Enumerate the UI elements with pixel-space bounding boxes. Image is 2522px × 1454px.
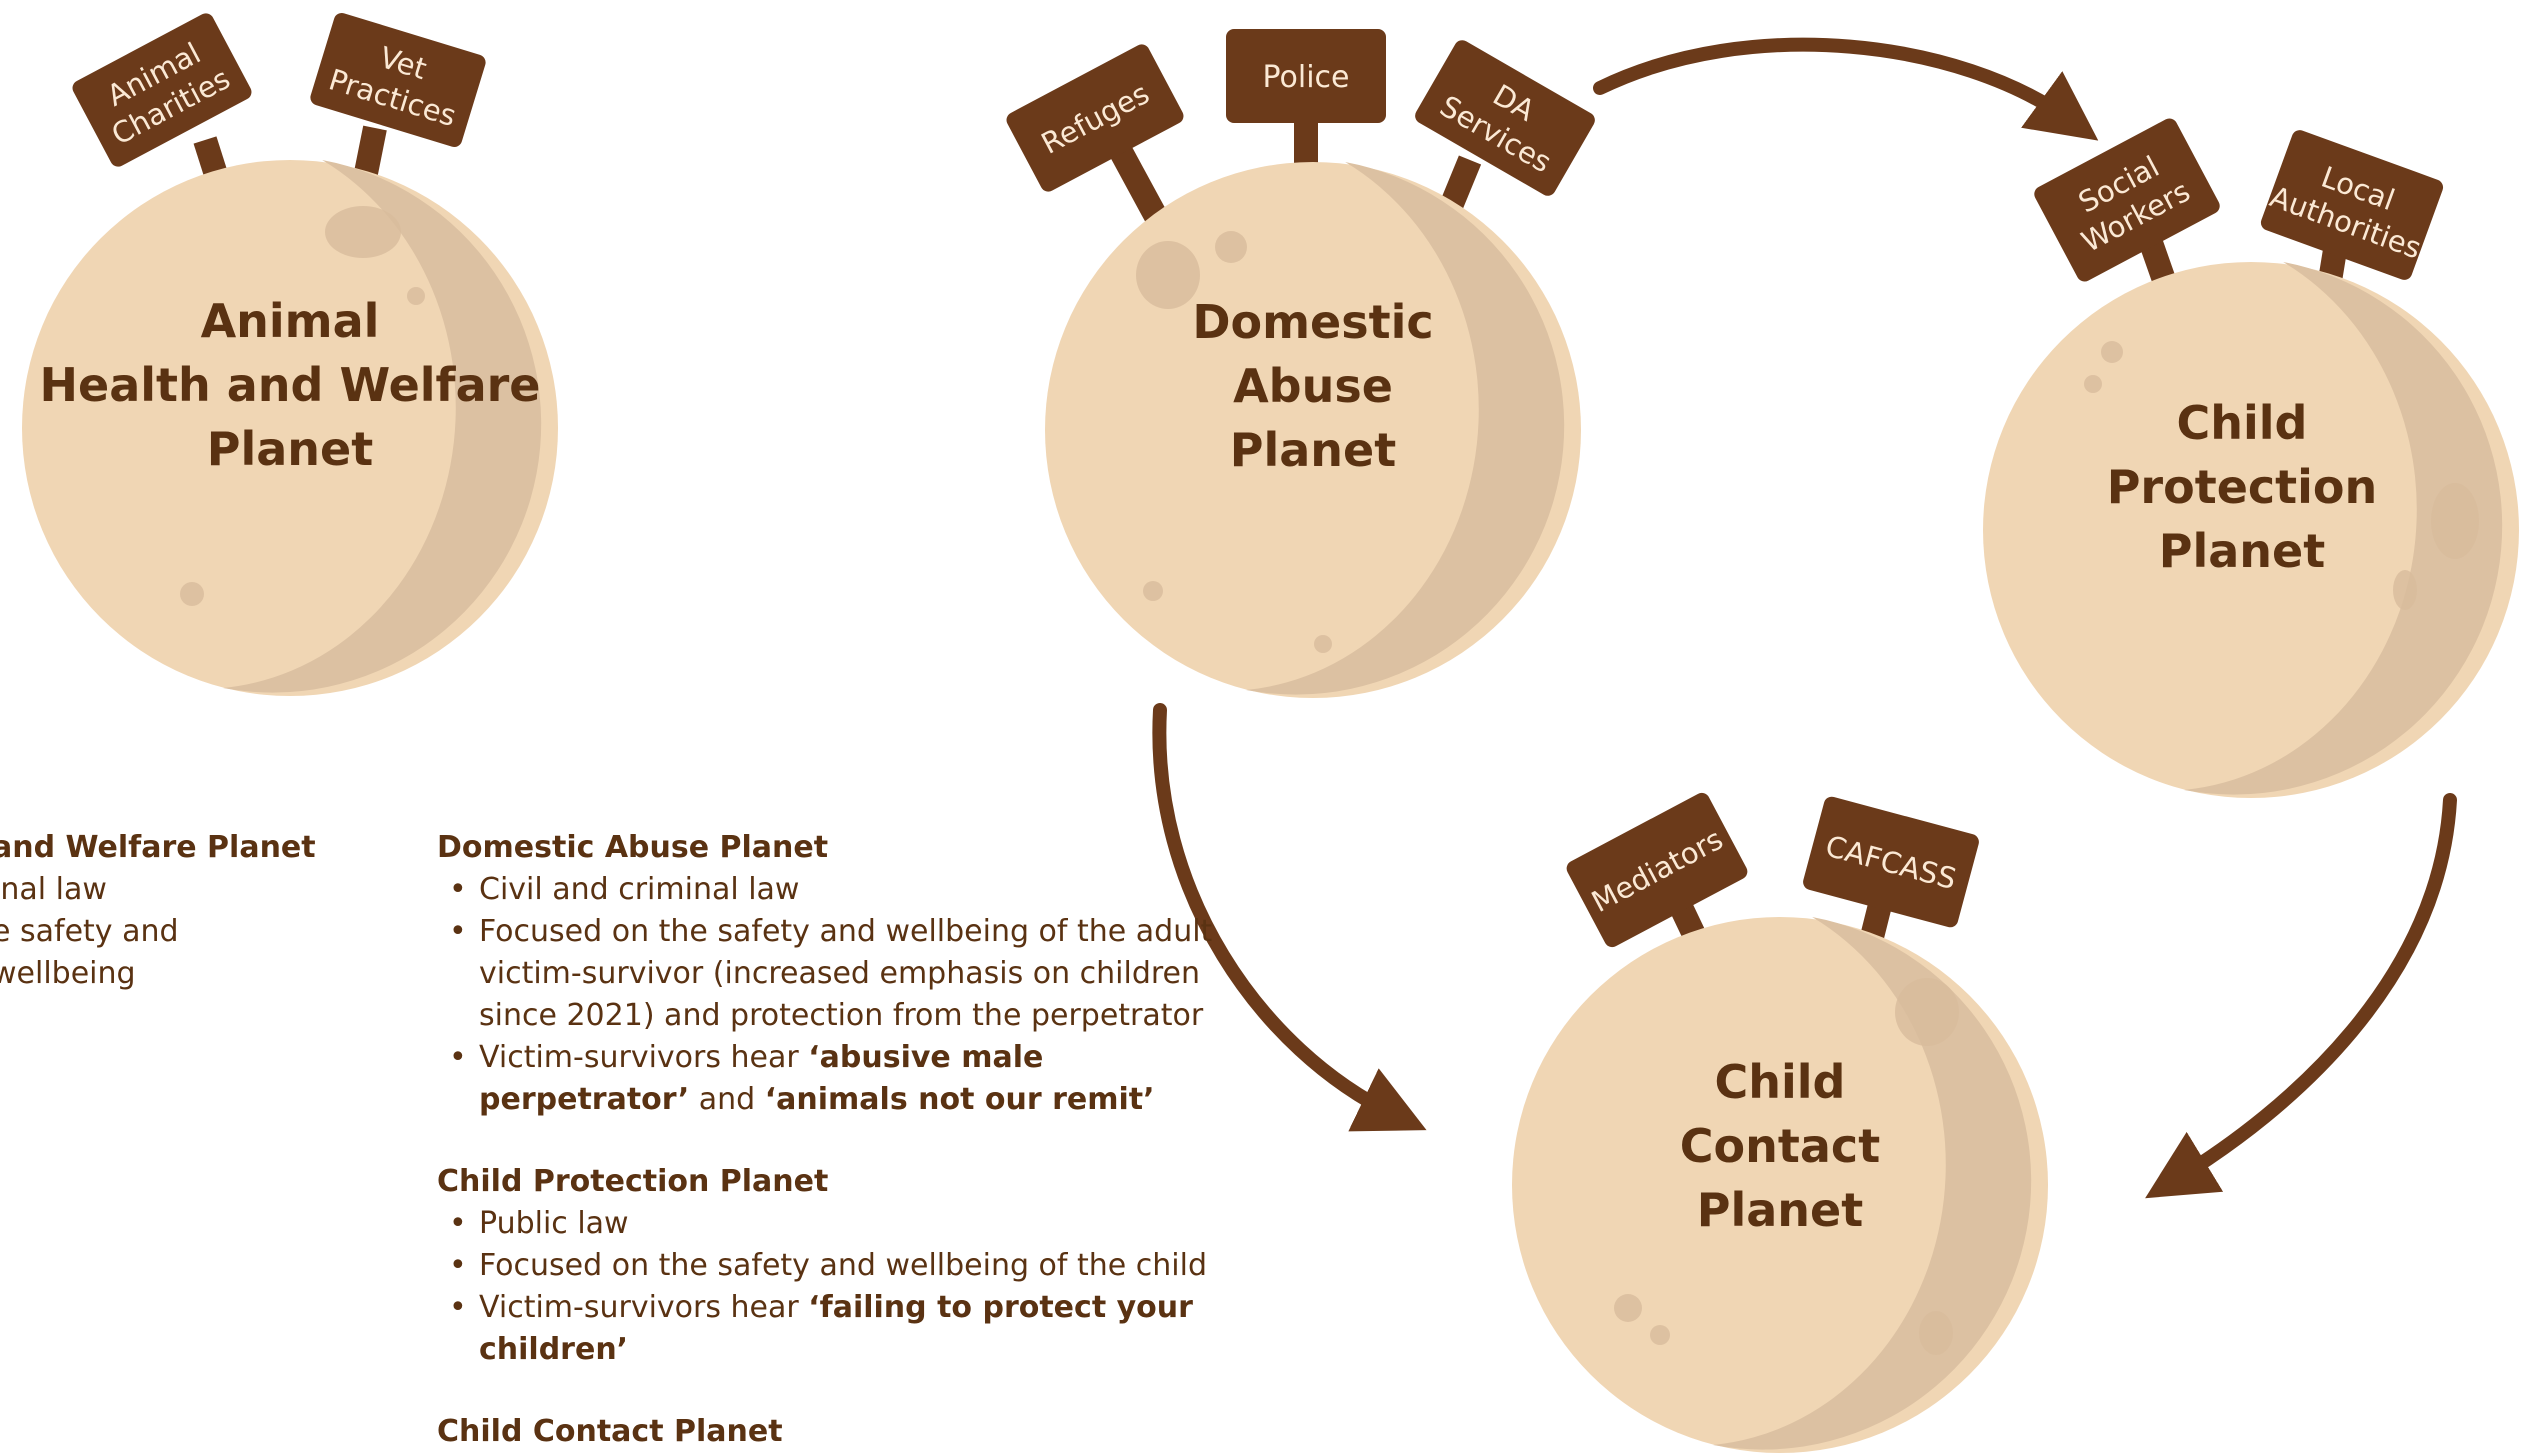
bullet-text: Victim-survivors hear bbox=[479, 1040, 809, 1075]
bullet-item: Focused on the safety and wellbeing of t… bbox=[449, 1245, 1217, 1287]
arrow-domestic-to-contact bbox=[1152, 703, 1427, 1132]
left-info-heading: and Welfare Planet bbox=[0, 830, 316, 865]
arrows-layer bbox=[1152, 37, 2457, 1199]
crater-animal-3 bbox=[180, 582, 204, 606]
planet-title-line: Protection bbox=[2107, 460, 2378, 514]
crater-animal-2 bbox=[407, 287, 425, 305]
left-info-block: and Welfare Planet inal law e safety and… bbox=[0, 827, 322, 995]
crater-contact-1 bbox=[1895, 978, 1959, 1046]
arrow-domestic-to-protection bbox=[1593, 37, 2099, 141]
planet-title-line: Health and Welfare bbox=[40, 358, 541, 412]
sign-protection-1: SocialWorkers bbox=[2034, 118, 2220, 282]
section-heading: Child Protection Planet bbox=[437, 1164, 829, 1199]
section-3: Child Contact Planet bbox=[437, 1411, 1217, 1453]
sign-board bbox=[1415, 40, 1595, 196]
crater-contact-4 bbox=[1919, 1311, 1953, 1355]
planet-shade-protection bbox=[2184, 262, 2503, 795]
planet-title-line: Child bbox=[2177, 396, 2308, 450]
planet-shade-contact bbox=[1713, 917, 2032, 1450]
crater-contact-3 bbox=[1650, 1325, 1670, 1345]
sign-animal-2: VetPractices bbox=[310, 12, 486, 148]
crater-protection-3 bbox=[2393, 570, 2417, 610]
section-bullets: Public lawFocused on the safety and well… bbox=[437, 1203, 1217, 1371]
planet-title-line: Abuse bbox=[1233, 359, 1393, 413]
planet-title-line: Planet bbox=[1697, 1183, 1863, 1237]
sign-board bbox=[1006, 44, 1184, 192]
crater-domestic-3 bbox=[1143, 581, 1163, 601]
crater-protection-4 bbox=[2431, 483, 2479, 559]
planet-title-line: Animal bbox=[201, 294, 380, 348]
planet-title-line: Child bbox=[1715, 1055, 1846, 1109]
left-info-line-2: e safety and wellbeing bbox=[0, 914, 179, 991]
planet-title-line: Planet bbox=[1230, 423, 1396, 477]
bullet-text: Civil and criminal law bbox=[479, 872, 800, 907]
bullet-text: Victim-survivors hear bbox=[479, 1290, 809, 1325]
bullet-text: and bbox=[689, 1082, 765, 1117]
sign-board bbox=[1566, 792, 1748, 948]
bullet-emphasis: ‘animals not our remit’ bbox=[764, 1082, 1155, 1117]
bullet-text: Focused on the safety and wellbeing of t… bbox=[479, 1248, 1207, 1283]
crater-animal-1 bbox=[325, 206, 401, 258]
bullet-item: Focused on the safety and wellbeing of t… bbox=[449, 911, 1217, 1037]
section-heading: Child Contact Planet bbox=[437, 1414, 783, 1449]
sign-contact-2: CAFCASS bbox=[1803, 796, 1979, 928]
sign-board bbox=[72, 13, 252, 167]
section-2: Child Protection PlanetPublic lawFocused… bbox=[437, 1161, 1217, 1371]
arrow-protection-to-contact bbox=[2145, 793, 2457, 1199]
sign-board bbox=[310, 12, 486, 148]
planet-title-line: Contact bbox=[1680, 1119, 1880, 1173]
crater-contact-2 bbox=[1614, 1294, 1642, 1322]
crater-protection-2 bbox=[2084, 375, 2102, 393]
sign-animal-1: AnimalCharities bbox=[72, 13, 252, 167]
planet-title-line: Planet bbox=[207, 422, 373, 476]
sign-label-line: Police bbox=[1263, 60, 1350, 95]
section-bullets: Civil and criminal lawFocused on the saf… bbox=[437, 869, 1217, 1121]
left-info-line-1: inal law bbox=[0, 872, 107, 907]
crater-protection-1 bbox=[2101, 341, 2123, 363]
planet-shade-animal bbox=[223, 160, 542, 693]
bullet-item: Victim-survivors hear ‘failing to protec… bbox=[449, 1287, 1217, 1371]
bullet-emphasis: ‘abusive male perpetrator’ bbox=[479, 1040, 1044, 1117]
sign-domestic-1: Refuges bbox=[1006, 44, 1184, 192]
planet-title-line: Domestic bbox=[1192, 295, 1433, 349]
sign-board bbox=[2260, 130, 2444, 280]
crater-domestic-4 bbox=[1314, 635, 1332, 653]
sign-domestic-2: Police bbox=[1226, 29, 1386, 123]
sign-board bbox=[1226, 29, 1386, 123]
crater-domestic-1 bbox=[1136, 241, 1200, 309]
bullet-item: Victim-survivors hear ‘abusive male perp… bbox=[449, 1037, 1217, 1121]
bullet-emphasis: ‘failing to protect your children’ bbox=[479, 1290, 1193, 1367]
bullet-item: Public law bbox=[449, 1203, 1217, 1245]
crater-domestic-2 bbox=[1215, 231, 1247, 263]
sign-domestic-3: DAServices bbox=[1415, 40, 1595, 196]
planet-shade-domestic bbox=[1246, 162, 1565, 695]
sign-board bbox=[1803, 796, 1979, 928]
sign-protection-2: LocalAuthorities bbox=[2260, 130, 2444, 280]
bullet-item: Civil and criminal law bbox=[449, 869, 1217, 911]
section-1: Domestic Abuse PlanetCivil and criminal … bbox=[437, 827, 1217, 1121]
planet-title-line: Planet bbox=[2159, 524, 2325, 578]
bullet-text: Public law bbox=[479, 1206, 629, 1241]
bullet-text: Focused on the safety and wellbeing of t… bbox=[479, 914, 1213, 1033]
sign-label: Police bbox=[1263, 60, 1350, 95]
sign-board bbox=[2034, 118, 2220, 282]
planet-descriptions: Domestic Abuse PlanetCivil and criminal … bbox=[437, 827, 1217, 1453]
section-heading: Domestic Abuse Planet bbox=[437, 830, 829, 865]
